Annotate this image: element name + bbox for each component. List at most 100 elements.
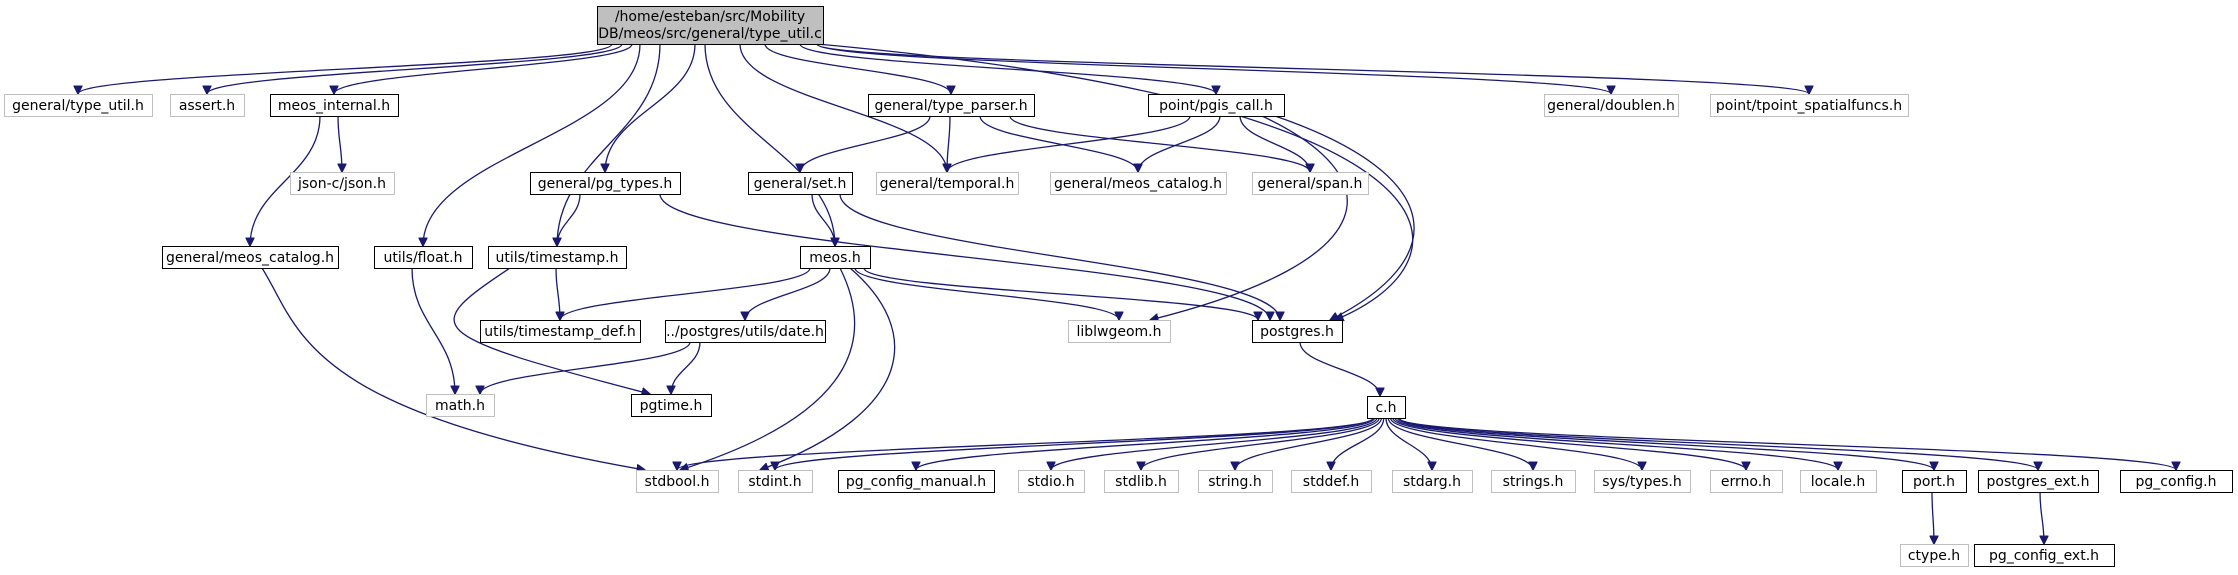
header-node-pg-config-manual-h[interactable]: pg_config_manual.h (838, 470, 995, 493)
header-node-float-h[interactable]: utils/float.h (374, 246, 473, 269)
edge-root-to-timestamp-h (557, 43, 661, 246)
edge-timestamp-h-to-pgtime-h (453, 267, 650, 394)
node-box (1800, 470, 1877, 493)
header-node-date-h[interactable]: ../postgres/utils/date.h (665, 320, 826, 343)
node-box (1018, 470, 1085, 493)
node-box (1974, 544, 2115, 567)
header-node-meos-internal-h[interactable]: meos_internal.h (270, 94, 399, 117)
edge-date-h-to-pgtime-h (671, 341, 701, 394)
node-label: general/pg_types.h (538, 176, 673, 192)
node-label: general/type_parser.h (874, 98, 1027, 114)
node-box (665, 320, 826, 343)
header-node-meos-catalog-a[interactable]: general/meos_catalog.h (1050, 172, 1227, 195)
edge-postgres-ext-h-to-pg-config-ext-h (2039, 491, 2044, 544)
node-box (838, 470, 995, 493)
header-node-tpoint-sf-h[interactable]: point/tpoint_spatialfuncs.h (1710, 94, 1909, 117)
header-node-locale-h[interactable]: locale.h (1800, 470, 1877, 493)
header-node-meos-h[interactable]: meos.h (800, 246, 871, 269)
node-label: stdlib.h (1115, 474, 1167, 490)
header-node-timestamp-h[interactable]: utils/timestamp.h (488, 246, 627, 269)
node-box (1544, 94, 1679, 117)
edge-root-to-doublen-h (816, 43, 1611, 94)
node-label: assert.h (179, 98, 235, 114)
header-node-port-h[interactable]: port.h (1902, 470, 1967, 493)
edge-meos-h-to-postgres-h (863, 267, 1258, 321)
header-node-set-h[interactable]: general/set.h (748, 172, 853, 195)
node-box (480, 320, 641, 343)
node-box (597, 6, 824, 45)
node-box (1902, 470, 1967, 493)
node-label: stdarg.h (1403, 474, 1461, 490)
node-label: c.h (1375, 400, 1396, 416)
header-node-type-util-h[interactable]: general/type_util.h (4, 94, 153, 117)
edge-pgis-call-h-to-temporal-h (947, 115, 1191, 172)
edge-type-parser-h-to-temporal-h (947, 115, 950, 172)
node-box (738, 470, 813, 493)
header-node-pgis-call-h[interactable]: point/pgis_call.h (1148, 94, 1285, 117)
node-label: postgres.h (1260, 324, 1334, 340)
node-box (1104, 470, 1179, 493)
edge-type-parser-h-to-meos-catalog-a (979, 115, 1138, 172)
node-label: point/pgis_call.h (1159, 98, 1273, 114)
edge-meos-h-to-liblwgeom-h (854, 267, 1119, 320)
header-node-pg-config-h[interactable]: pg_config.h (2120, 470, 2233, 493)
edges-layer (78, 43, 2176, 544)
header-node-type-parser-h[interactable]: general/type_parser.h (868, 94, 1035, 117)
node-label: errno.h (1721, 474, 1771, 490)
header-node-pgtime-h[interactable]: pgtime.h (631, 394, 712, 417)
header-node-timestamp-def-h[interactable]: utils/timestamp_def.h (480, 320, 641, 343)
header-node-ctype-h[interactable]: ctype.h (1900, 544, 1969, 567)
edge-root-to-temporal-h (739, 43, 947, 172)
header-node-pg-config-ext-h[interactable]: pg_config_ext.h (1974, 544, 2115, 567)
node-label: strings.h (1503, 474, 1564, 490)
node-label: general/span.h (1258, 176, 1363, 192)
node-box (374, 246, 473, 269)
header-node-span-h[interactable]: general/span.h (1252, 172, 1369, 195)
edge-c-h-to-stdint-h (775, 417, 1374, 471)
node-box (4, 94, 153, 117)
edge-pgis-call-h-to-liblwgeom-h (1150, 115, 1348, 320)
edge-set-h-to-postgres-h (839, 193, 1280, 320)
edge-set-h-to-meos-h (811, 193, 835, 246)
node-label: general/type_util.h (12, 98, 144, 114)
node-box (748, 172, 853, 195)
header-node-sys-types-h[interactable]: sys/types.h (1594, 470, 1691, 493)
header-node-stddef-h[interactable]: stddef.h (1291, 470, 1372, 493)
edge-root-to-meos-h (704, 43, 835, 246)
node-label: pg_config_manual.h (846, 474, 986, 490)
node-label: locale.h (1811, 474, 1866, 490)
edge-meos-catalog-b-to-stdbool-h (261, 267, 645, 470)
header-node-c-h[interactable]: c.h (1367, 396, 1406, 419)
header-node-doublen-h[interactable]: general/doublen.h (1544, 94, 1679, 117)
edge-pg-types-h-to-postgres-h (659, 193, 1270, 320)
header-node-stdint-h[interactable]: stdint.h (738, 470, 813, 493)
header-node-temporal-h[interactable]: general/temporal.h (876, 172, 1019, 195)
node-box (1252, 172, 1369, 195)
header-node-meos-catalog-b[interactable]: general/meos_catalog.h (162, 246, 339, 269)
node-label: utils/float.h (384, 250, 463, 266)
header-node-stdbool-h[interactable]: stdbool.h (636, 470, 719, 493)
header-node-liblwgeom-h[interactable]: liblwgeom.h (1068, 320, 1171, 343)
header-node-stdlib-h[interactable]: stdlib.h (1104, 470, 1179, 493)
edge-c-h-to-port-h (1396, 417, 1934, 471)
header-node-stdio-h[interactable]: stdio.h (1018, 470, 1085, 493)
edge-meos-h-to-stdbool-h (680, 267, 856, 470)
header-node-assert-h[interactable]: assert.h (170, 94, 245, 117)
edge-c-h-to-errno-h (1392, 417, 1746, 470)
edge-port-h-to-ctype-h (1932, 491, 1934, 544)
node-label: port.h (1913, 474, 1955, 490)
node-label: utils/timestamp.h (496, 250, 619, 266)
edge-root-to-type-parser-h (764, 43, 951, 94)
node-box (270, 94, 399, 117)
header-node-string-h[interactable]: string.h (1198, 470, 1273, 493)
header-node-strings-h[interactable]: strings.h (1491, 470, 1576, 493)
header-node-errno-h[interactable]: errno.h (1710, 470, 1783, 493)
node-box (2120, 470, 2233, 493)
header-node-pg-types-h[interactable]: general/pg_types.h (530, 172, 681, 195)
edge-root-to-pg-types-h (605, 43, 696, 172)
header-node-json-h[interactable]: json-c/json.h (290, 172, 395, 195)
header-node-math-h[interactable]: math.h (426, 394, 495, 417)
header-node-stdarg-h[interactable]: stdarg.h (1392, 470, 1473, 493)
header-node-postgres-h[interactable]: postgres.h (1252, 320, 1343, 343)
header-node-postgres-ext-h[interactable]: postgres_ext.h (1978, 470, 2099, 493)
